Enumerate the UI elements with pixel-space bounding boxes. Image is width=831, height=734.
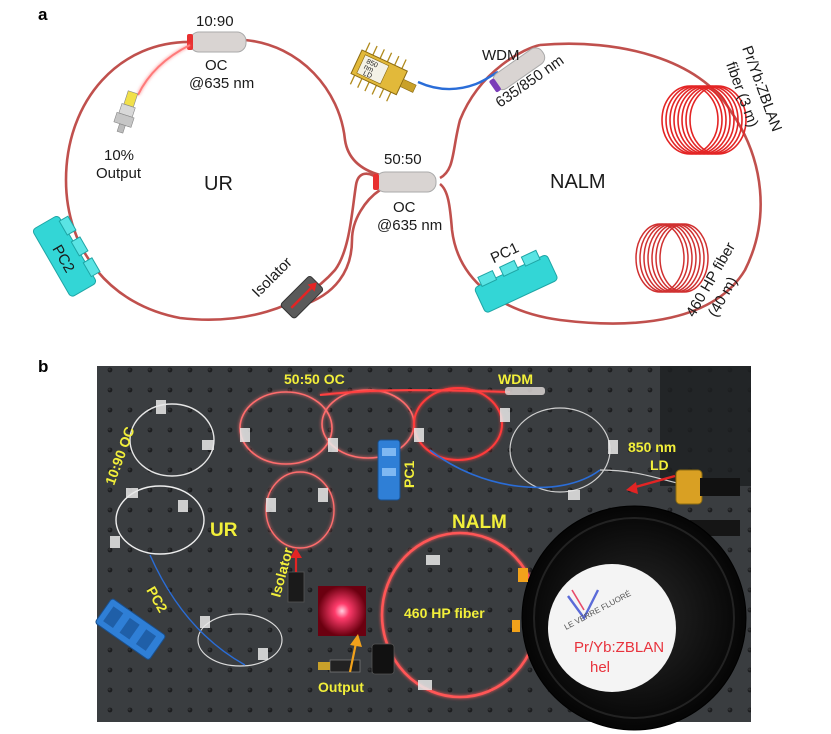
ld-arrow-head xyxy=(626,482,638,494)
spool-label-disc xyxy=(548,564,676,692)
photo-dark-corner xyxy=(660,366,751,486)
photo-oc5050-label: 50:50 OC xyxy=(284,371,345,387)
fiber-loops xyxy=(64,38,762,325)
output-fiber xyxy=(137,44,191,96)
output-connector-icon xyxy=(113,90,139,134)
output-label: Output xyxy=(96,165,142,182)
laser-diode-icon: 850 nm LD xyxy=(349,42,417,102)
coupler-end-cap xyxy=(187,34,193,50)
pc1-paddle xyxy=(382,468,396,476)
fiber-coil-icon xyxy=(635,223,709,293)
panel-a-label: a xyxy=(38,5,48,24)
photo-ld-label-1: 850 nm xyxy=(628,439,676,455)
pump-fiber xyxy=(417,70,499,91)
isolator-icon xyxy=(287,571,305,603)
photo-hp-fiber-label: 460 HP fiber xyxy=(404,605,485,621)
polarization-controller-icon xyxy=(32,215,101,297)
oc1-wavelength: @635 nm xyxy=(189,75,254,92)
output-arrow-line xyxy=(348,642,358,673)
brand-logo xyxy=(567,589,600,621)
pc1-label: PC1 xyxy=(488,239,522,267)
isolator-icon xyxy=(280,276,324,319)
photo-pc1 xyxy=(377,439,401,501)
output-beam-spot xyxy=(318,586,366,636)
polarization-controller-icon xyxy=(474,249,558,313)
oc1-ratio: 10:90 xyxy=(196,13,234,30)
laser-diode: 850 nm LD xyxy=(349,42,499,102)
wdm-icon xyxy=(505,387,545,395)
nalm-loop xyxy=(439,42,762,325)
wdm-label: WDM xyxy=(482,47,520,64)
hp-fiber-coil: 460 HP fiber (40 m) xyxy=(635,223,741,320)
ld-text-3: LD xyxy=(362,70,373,80)
photo-pc2 xyxy=(95,598,166,660)
isolator-arrow-head xyxy=(290,548,302,558)
isolator-component: Isolator xyxy=(249,254,324,319)
output-mount xyxy=(371,643,395,675)
fiber-coil-icon xyxy=(661,85,747,155)
panel-a: a 10:90 OC @635 nm 10% Outpu xyxy=(32,5,785,325)
output-connector: 10% Output xyxy=(96,44,191,182)
photo-nalm-label: NALM xyxy=(452,512,507,533)
spool-clip xyxy=(518,568,528,582)
oc2-name: OC xyxy=(393,199,416,216)
spool-label-1: Pr/Yb:ZBLAN xyxy=(574,639,664,656)
wdm-icon xyxy=(489,47,546,93)
output-arrow-head xyxy=(350,634,362,647)
ld-text-1: 850 xyxy=(365,58,379,69)
wdm-component: WDM 635/850 nm xyxy=(482,47,567,111)
zblan-spool: LE VERRE FLUORÉ Pr/Yb:ZBLAN hel xyxy=(512,505,747,731)
photo-ur-label: UR xyxy=(210,520,238,541)
coupler-end-cap xyxy=(373,174,379,190)
tape-pieces xyxy=(110,400,618,690)
spool-rim xyxy=(533,517,735,719)
oc2-ratio: 50:50 xyxy=(384,151,422,168)
center-lower-arc xyxy=(299,188,381,308)
laser-diode-icon xyxy=(675,469,703,505)
fiber-coupler-icon xyxy=(189,31,247,53)
ur-loop xyxy=(64,40,381,321)
nalm-label: NALM xyxy=(550,171,606,193)
photo-pc1-label: PC1 xyxy=(401,461,417,488)
pc2-paddle xyxy=(103,606,124,628)
pc2-component: PC2 xyxy=(32,215,101,297)
ur-label: UR xyxy=(204,173,233,195)
ld-driver-cable xyxy=(700,478,740,496)
oc-5050-coupler: 50:50 OC @635 nm xyxy=(373,151,442,234)
oc1-name: OC xyxy=(205,57,228,74)
photo-wdm-label: WDM xyxy=(498,371,533,387)
zblan-fiber-coil: Pr/Yb:ZBLAN fiber (3 m) xyxy=(661,44,785,155)
photo-ld-label-2: LD xyxy=(650,457,669,473)
output-connector-ferrule xyxy=(318,662,330,670)
pc2-paddle xyxy=(135,629,157,651)
ur-top-arc xyxy=(244,38,381,177)
spool-clip xyxy=(512,620,520,632)
pc1-component: PC1 xyxy=(474,239,558,313)
ld-text-2: nm xyxy=(363,64,375,75)
pc2-paddle xyxy=(119,617,140,640)
oc2-wavelength: @635 nm xyxy=(377,217,442,234)
spool-label-2: hel xyxy=(590,659,610,676)
output-connector-icon xyxy=(329,659,361,673)
panel-b: b xyxy=(38,357,751,731)
isolator-label: Isolator xyxy=(249,254,296,301)
ld-arrow-line xyxy=(631,474,676,490)
fiber-coupler-icon xyxy=(375,171,437,193)
output-percent: 10% xyxy=(104,147,134,164)
panel-b-label: b xyxy=(38,357,48,376)
pc1-paddle xyxy=(382,448,396,456)
oc-1090-coupler: 10:90 OC @635 nm xyxy=(187,13,254,92)
photo-isolator xyxy=(287,548,305,603)
photo-output-label: Output xyxy=(318,679,364,695)
